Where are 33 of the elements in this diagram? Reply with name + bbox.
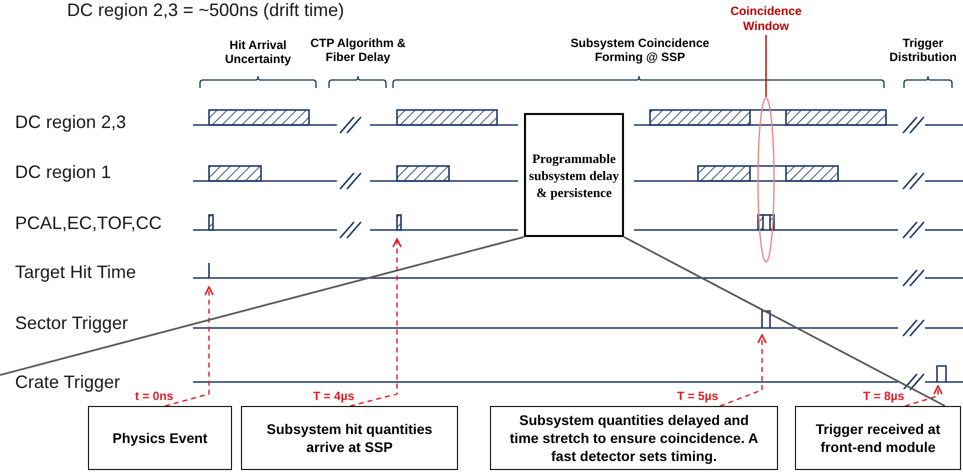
dashed-arrow — [904, 385, 943, 407]
signal-name: Crate Trigger — [15, 372, 120, 393]
process-box — [524, 113, 624, 237]
section-heading: Trigger Distribution — [888, 36, 958, 64]
box-text: Programmable subsystem delay & persistence — [528, 150, 620, 200]
box-text: Trigger received at front-end module — [814, 420, 942, 456]
event-box — [88, 406, 232, 470]
signal-name: Sector Trigger — [15, 313, 128, 334]
leader-line — [765, 35, 767, 97]
signal-name: Target Hit Time — [15, 262, 136, 283]
section-heading: CTP Algorithm & Fiber Delay — [310, 36, 406, 64]
event-box — [241, 406, 458, 470]
edge-label: T = 8µs — [862, 389, 906, 403]
edge-label: T = 4µs — [312, 389, 356, 403]
coincidence-window-ellipse — [757, 97, 775, 263]
projection-line — [0, 236, 524, 376]
note-text: DC region 2,3 = ~500ns (drift time) — [67, 0, 344, 21]
section-heading: Subsystem Coincidence Forming @ SSP — [570, 36, 710, 64]
dashed-arrow — [350, 238, 402, 407]
signal-name: PCAL,EC,TOF,CC — [15, 213, 162, 234]
edge-label: T = 5µs — [676, 389, 720, 403]
signal-name: DC region 1 — [15, 162, 112, 183]
box-text: Subsystem quantities delayed and time stretch to ensure coincidence. A fast detector sets timing. — [508, 411, 760, 465]
leader-line — [624, 236, 946, 407]
signal-name: DC region 2,3 — [15, 112, 126, 133]
box-text: Subsystem hit quantities arrive at SSP — [266, 420, 434, 456]
dashed-arrow — [720, 334, 767, 407]
dashed-arrow — [164, 286, 214, 407]
callout-label: Coincidence Window — [729, 4, 803, 34]
event-box — [795, 406, 961, 470]
edge-label: t = 0ns — [134, 389, 174, 403]
box-text: Physics Event — [112, 429, 208, 447]
event-box — [490, 406, 778, 470]
